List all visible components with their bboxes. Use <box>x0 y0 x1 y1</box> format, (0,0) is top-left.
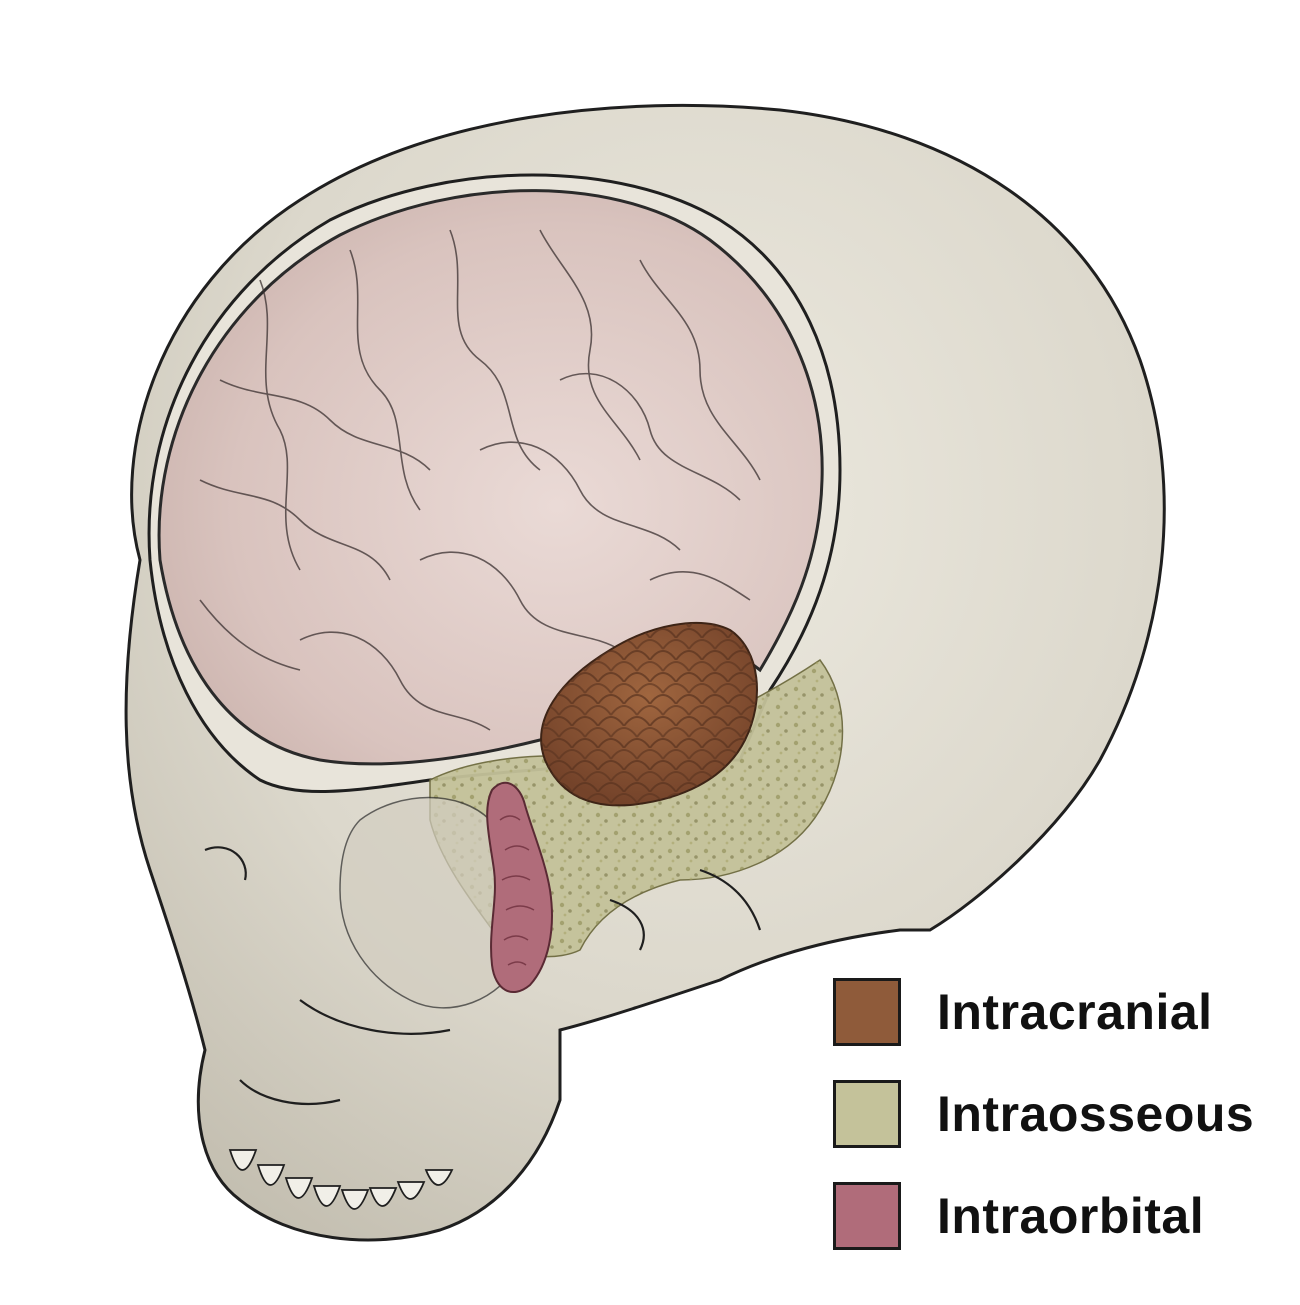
intraorbital-texture <box>499 815 535 966</box>
brain-gyri <box>199 229 761 731</box>
legend-swatch-intraosseous <box>833 1080 901 1148</box>
orbit-cavity <box>339 796 525 1009</box>
legend-item-intracranial: Intracranial <box>833 975 1293 1049</box>
legend-label-intraosseous: Intraosseous <box>937 1086 1255 1142</box>
brain <box>157 189 824 766</box>
teeth <box>228 1149 454 1210</box>
legend-label-intraorbital: Intraorbital <box>937 1188 1205 1244</box>
intraorbital-tumor <box>486 781 553 994</box>
legend-item-intraosseous: Intraosseous <box>833 1077 1293 1151</box>
legend-item-intraorbital: Intraorbital <box>833 1179 1293 1253</box>
legend: Intracranial Intraosseous Intraorbital <box>833 975 1293 1281</box>
legend-label-intracranial: Intracranial <box>937 984 1213 1040</box>
legend-swatch-intraorbital <box>833 1182 901 1250</box>
legend-swatch-intracranial <box>833 978 901 1046</box>
face-bones <box>204 846 762 1106</box>
intracranial-texture <box>541 622 757 806</box>
